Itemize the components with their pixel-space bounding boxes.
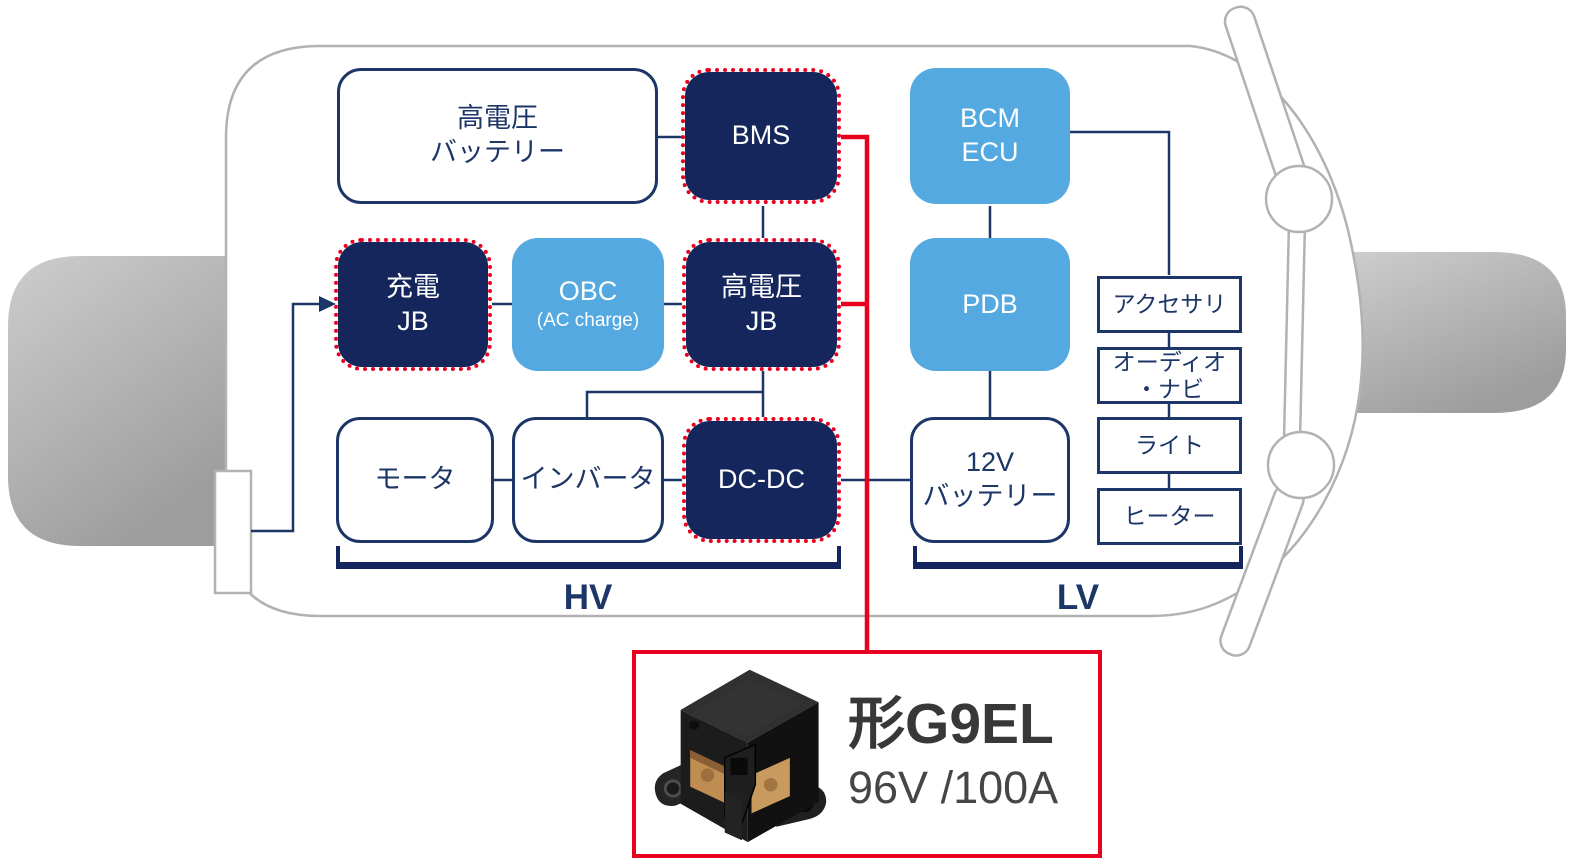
node-light: ライト [1097,417,1242,474]
handlebar-lower-joint [1266,430,1336,500]
node-label: ヒーター [1123,503,1216,530]
node-hv-jb: 高電圧 JB [682,238,841,371]
node-label: PDB [962,288,1018,319]
node-label: バッテリー [922,481,1058,511]
node-dcdc: DC-DC [682,417,841,543]
node-label: JB [745,305,778,336]
node-accessory: アクセサリ [1097,276,1242,333]
relay-highlight-lines [841,134,870,652]
node-label: ECU [961,137,1019,167]
relay-product-callout: 形G9EL 96V /100A [632,650,1102,858]
node-label: 充電 [386,271,440,302]
charge-arrowhead [319,296,336,312]
node-label: ・ナビ [1135,375,1204,402]
node-label: バッテリー [430,137,565,167]
handlebar [1219,5,1336,657]
relay-product-photo [654,669,827,843]
hv-bracket [336,546,841,569]
relay-model-name: 形G9EL [848,691,1054,756]
node-label: 高電圧 [457,103,538,134]
node-label: DC-DC [718,464,805,495]
rear-wheel [8,256,228,546]
front-wheel [1350,252,1566,413]
node-audio-navi: オーディオ ・ナビ [1097,347,1242,404]
node-label: モータ [374,464,456,495]
node-label: 高電圧 [721,271,802,302]
lv-group-label: LV [1056,578,1100,617]
node-label: アクセサリ [1112,291,1227,318]
node-label: BMS [731,120,791,151]
node-hv-battery: 高電圧 バッテリー [337,68,658,204]
node-label: BCM [960,103,1020,134]
steering-column [1282,220,1307,442]
node-label: ライト [1135,432,1204,459]
node-label: 12V [965,447,1015,478]
node-label: JB [397,305,429,336]
connector-lines [251,130,1171,533]
node-heater: ヒーター [1097,488,1242,545]
node-12v-battery: 12V バッテリー [910,417,1070,543]
node-pdb: PDB [910,238,1070,371]
node-label: オーディオ [1112,349,1227,376]
handlebar-upper-joint [1264,164,1334,234]
node-bms: BMS [681,68,841,204]
hv-group-label: HV [563,578,613,617]
node-motor: モータ [336,417,494,543]
node-charge-jb: 充電 JB [334,238,492,371]
node-inverter: インバータ [512,417,664,543]
node-obc: OBC (AC charge) [512,238,664,371]
lv-bracket [913,546,1243,569]
charge-port [213,469,253,595]
node-label: OBC [558,276,618,307]
node-bcm-ecu: BCM ECU [910,68,1070,204]
node-sublabel: (AC charge) [536,310,640,332]
node-label: インバータ [520,464,656,495]
relay-rating: 96V /100A [848,762,1059,814]
